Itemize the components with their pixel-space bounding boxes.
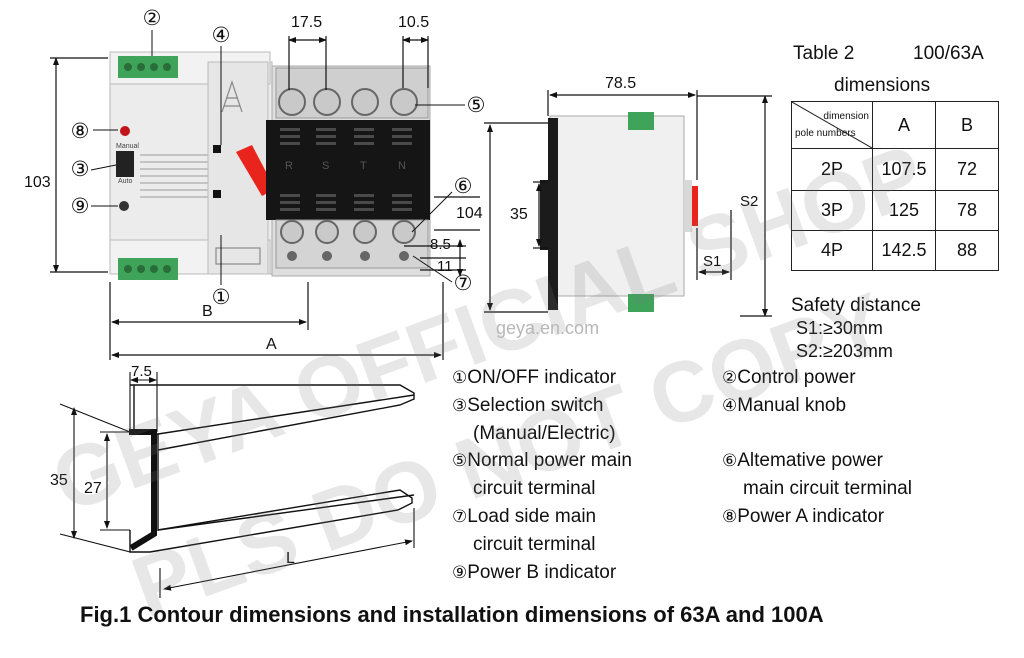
table-cell-a: 142.5 bbox=[872, 230, 936, 271]
power-a-indicator bbox=[120, 126, 130, 136]
callout-9: ⑨ bbox=[71, 195, 90, 218]
table-header-diagonal: dimension pole numbers bbox=[791, 101, 873, 149]
front-view bbox=[109, 51, 431, 280]
callout-3: ③ bbox=[71, 158, 90, 181]
dim-104: 104 bbox=[456, 205, 483, 222]
table-cell-a: 107.5 bbox=[872, 148, 936, 191]
legend-item-7: ⑦Load side main circuit terminal bbox=[452, 506, 597, 555]
din-rail bbox=[129, 384, 415, 553]
dim-11: 11 bbox=[437, 258, 453, 275]
callout-7: ⑦ bbox=[454, 272, 473, 295]
table-subtitle: dimensions bbox=[834, 75, 931, 96]
legend-item-4: ④Manual knob bbox=[722, 395, 847, 416]
table-cell-poles: 3P bbox=[791, 190, 873, 231]
legend-item-1: ①ON/OFF indicator bbox=[452, 367, 617, 388]
dimensions-table: dimension pole numbers A B 2P 107.5 72 3… bbox=[791, 101, 999, 271]
terminal-label-s: S bbox=[322, 160, 330, 172]
dim-s2: S2 bbox=[740, 193, 759, 210]
dim-10-5: 10.5 bbox=[398, 14, 430, 31]
legend-item-8: ⑧Power A indicator bbox=[722, 506, 885, 527]
table-cell-b: 72 bbox=[935, 148, 999, 191]
legend-item-2: ②Control power bbox=[722, 367, 856, 388]
legend-item-6: ⑥Altemative power main circuit terminal bbox=[722, 450, 912, 499]
mode-label-manual: Manual bbox=[116, 143, 139, 150]
figure-caption: Fig.1 Contour dimensions and installatio… bbox=[80, 602, 824, 627]
table-title: Table 2 bbox=[793, 43, 855, 64]
table-cell-b: 88 bbox=[935, 230, 999, 271]
terminal-label-t: T bbox=[360, 160, 367, 172]
dim-8-5: 8.5 bbox=[430, 236, 451, 253]
table-header-b: B bbox=[935, 101, 999, 149]
dim-35-side: 35 bbox=[510, 206, 528, 223]
callout-8: ⑧ bbox=[71, 120, 90, 143]
callout-5: ⑤ bbox=[467, 94, 486, 117]
manual-knob bbox=[236, 145, 275, 196]
dim-rail-7-5: 7.5 bbox=[131, 363, 152, 380]
dim-rail-l: L bbox=[286, 550, 295, 567]
watermark-site: geya.en.com bbox=[496, 318, 600, 338]
top-green-terminal-block bbox=[118, 56, 178, 78]
legend-item-3: ③Selection switch (Manual/Electric) bbox=[452, 395, 616, 444]
dim-rail-27: 27 bbox=[84, 480, 102, 497]
safety-title: Safety distance bbox=[791, 295, 921, 316]
terminal-label-n: N bbox=[398, 160, 406, 172]
dim-17-5: 17.5 bbox=[291, 14, 323, 31]
callout-2: ② bbox=[143, 7, 162, 30]
safety-s2: S2:≥203mm bbox=[796, 341, 893, 361]
terminal-label-r: R bbox=[285, 160, 293, 172]
dim-103: 103 bbox=[24, 174, 51, 191]
callout-1: ① bbox=[212, 286, 231, 309]
legend-item-5: ⑤Normal power main circuit terminal bbox=[452, 450, 632, 499]
bottom-green-terminal-block bbox=[118, 258, 178, 280]
callout-6: ⑥ bbox=[454, 175, 473, 198]
selection-switch bbox=[116, 151, 134, 177]
legend-item-9: ⑨Power B indicator bbox=[452, 562, 617, 583]
dim-s1: S1 bbox=[703, 253, 722, 270]
dim-78-5: 78.5 bbox=[605, 75, 637, 92]
safety-s1: S1:≥30mm bbox=[796, 318, 883, 338]
dim-rail-35: 35 bbox=[50, 472, 68, 489]
power-b-indicator bbox=[119, 201, 129, 211]
side-view bbox=[540, 112, 698, 312]
table-rating: 100/63A bbox=[913, 43, 984, 64]
dim-a: A bbox=[266, 336, 277, 353]
mode-label-auto: Auto bbox=[118, 178, 133, 185]
dim-b: B bbox=[202, 303, 213, 320]
table-cell-b: 78 bbox=[935, 190, 999, 231]
table-cell-poles: 4P bbox=[791, 230, 873, 271]
callout-4: ④ bbox=[212, 24, 231, 47]
table-header-a: A bbox=[872, 101, 936, 149]
